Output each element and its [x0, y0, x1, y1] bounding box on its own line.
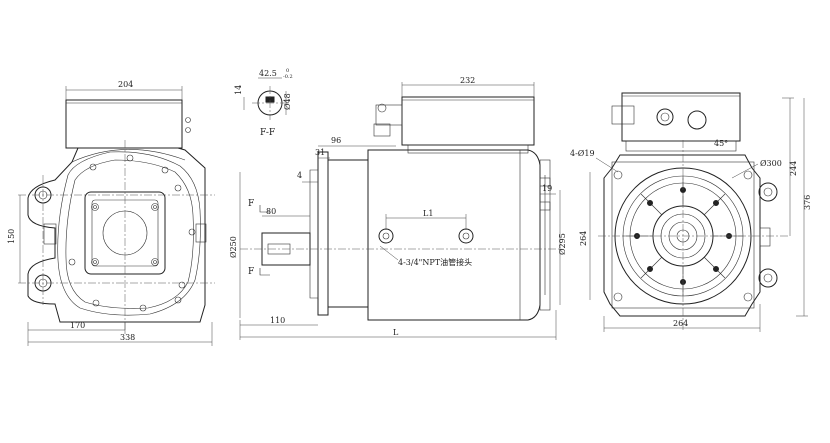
dim-170: 170 — [70, 321, 85, 330]
dim-110: 110 — [270, 316, 285, 325]
dim-376: 376 — [803, 195, 812, 210]
ff-diameter: Ø48 — [283, 93, 292, 110]
dim-232: 232 — [460, 76, 475, 85]
dim-d295: Ø295 — [558, 233, 567, 255]
side-motor-body — [367, 149, 541, 321]
dim-150: 150 — [7, 229, 16, 244]
ff-tol-bottom: -0.2 — [283, 74, 293, 80]
side-view: 232 L1 4-3/4"NPT油管接头 96 — [229, 76, 567, 340]
right-end-view: 4-Ø19 45° Ø300 244 376 264 264 — [570, 92, 812, 332]
left-terminal-box — [65, 99, 183, 149]
side-terminal-box — [401, 96, 535, 146]
dim-96: 96 — [331, 136, 341, 145]
right-body — [603, 154, 761, 317]
dim-31: 31 — [315, 148, 325, 157]
ff-left-dim: 14 — [234, 85, 243, 95]
left-end-view: 204 — [7, 80, 215, 346]
ff-label: F-F — [260, 128, 275, 138]
angle-label: 45° — [714, 139, 728, 148]
dim-19: 19 — [542, 184, 552, 193]
dim-264-vertical: 264 — [579, 231, 588, 246]
ff-tol-top: 0 — [286, 68, 289, 74]
dim-d250: Ø250 — [229, 236, 238, 258]
dim-264-horizontal: 264 — [673, 319, 688, 328]
port-note: 4-3/4"NPT油管接头 — [398, 257, 472, 267]
pcd-label: Ø300 — [760, 159, 782, 168]
dim-80: 80 — [266, 207, 276, 216]
marker-f-bottom: F — [248, 267, 254, 277]
marker-f-top: F — [248, 199, 254, 209]
holes-label: 4-Ø19 — [570, 149, 595, 158]
dim-244: 244 — [789, 161, 798, 176]
ff-width: 42.5 — [259, 69, 277, 78]
section-ff: 42.5 0 -0.2 14 Ø48 F-F — [234, 68, 293, 138]
dim-4: 4 — [297, 171, 302, 180]
dim-l1: L1 — [423, 209, 433, 218]
dim-l: L — [393, 328, 399, 337]
dim-338: 338 — [120, 333, 135, 342]
dim-204: 204 — [118, 80, 133, 89]
right-terminal-box — [621, 92, 741, 142]
